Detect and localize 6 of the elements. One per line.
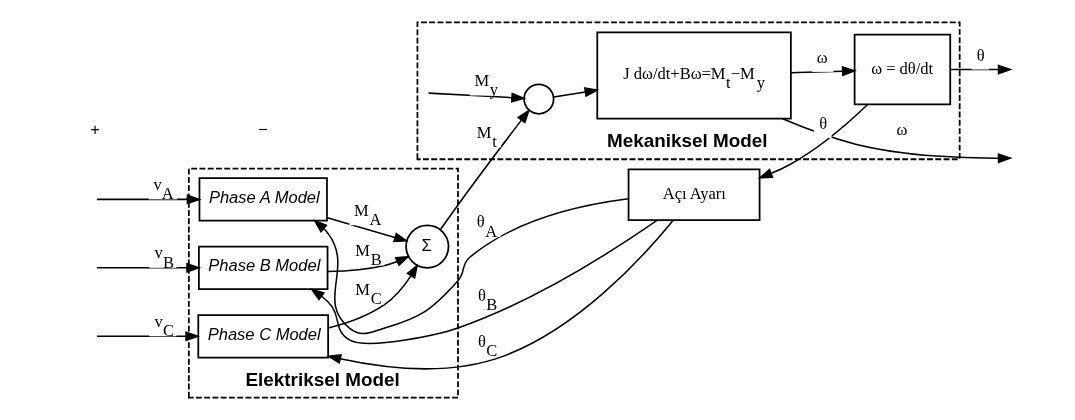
edge-label: θ: [976, 45, 985, 65]
edge-label: ω: [896, 120, 908, 140]
edge-label: ω: [816, 48, 828, 68]
label: −: [257, 120, 268, 140]
edge-label: θ: [819, 114, 828, 134]
label: +: [90, 120, 100, 140]
